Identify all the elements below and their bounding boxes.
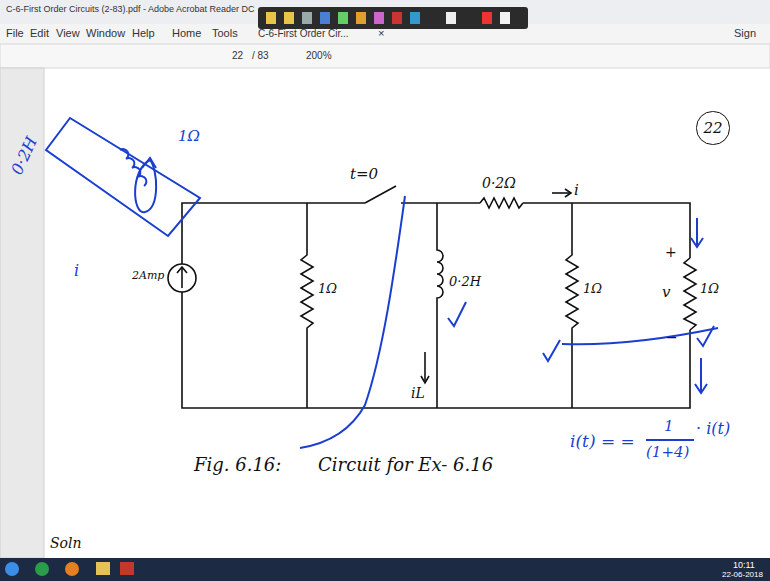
source-value: 2Amp xyxy=(132,270,164,282)
page-number-circle: 22 xyxy=(696,111,729,144)
figure-caption: Circuit for Ex- 6.16 xyxy=(318,455,493,475)
menu-item: Edit xyxy=(30,27,49,39)
page-number: 22 xyxy=(232,50,243,61)
resistor-value: 1Ω xyxy=(318,282,337,296)
annotation: (1+4) xyxy=(646,444,689,461)
app-icon xyxy=(120,562,134,575)
window-title: C-6-First Order Circuits (2-83).pdf - Ad… xyxy=(6,5,255,15)
polarity-sign: + xyxy=(665,245,677,260)
app-icon xyxy=(65,562,79,576)
tab-name: Tools xyxy=(212,27,238,39)
taskbar xyxy=(0,558,770,581)
side-panel xyxy=(0,68,44,558)
menu-item: File xyxy=(6,27,24,39)
resistor-value: 0·2Ω xyxy=(482,176,516,191)
tab-name: Home xyxy=(172,27,201,39)
menu-item: Help xyxy=(132,27,155,39)
pen-icons xyxy=(266,12,510,24)
annotation: 1Ω xyxy=(178,128,200,145)
resistor-value: 1Ω xyxy=(583,282,602,296)
page-count: / 83 xyxy=(252,50,269,61)
circuit-wires xyxy=(168,186,750,484)
annotation: 1 xyxy=(664,418,674,435)
menu-item: View xyxy=(56,27,80,39)
solution-heading: Soln xyxy=(50,536,82,551)
voltage-label: v xyxy=(662,284,670,301)
annotation: i xyxy=(74,262,79,280)
resistor-value: 1Ω xyxy=(700,282,719,296)
tab-close: × xyxy=(378,27,384,39)
tool-bar xyxy=(0,44,770,68)
document-tab: C-6-First Order Cir... xyxy=(258,28,349,39)
sign-button: Sign xyxy=(734,27,756,39)
current-label: i xyxy=(574,182,579,199)
blue-annotations xyxy=(46,118,718,448)
inductor-value: 0·2H xyxy=(449,275,481,289)
page-number: 22 xyxy=(703,119,722,137)
polarity-sign: − xyxy=(666,330,678,345)
figure-number: Fig. 6.16: xyxy=(194,455,281,475)
clock-date: 22-06-2018 xyxy=(722,571,763,580)
annotation: i(t) = = xyxy=(570,432,635,451)
start-icon xyxy=(5,562,19,576)
app-icon xyxy=(35,562,49,576)
current-label: iL xyxy=(411,386,425,401)
clock-time: 10:11 xyxy=(733,561,755,571)
pen-toolbar xyxy=(258,7,528,29)
menu-item: Window xyxy=(86,27,125,39)
switch-time: t=0 xyxy=(350,166,378,183)
zoom-level: 200% xyxy=(306,50,332,61)
app-icon xyxy=(96,562,110,575)
annotation: · i(t) xyxy=(696,420,730,438)
